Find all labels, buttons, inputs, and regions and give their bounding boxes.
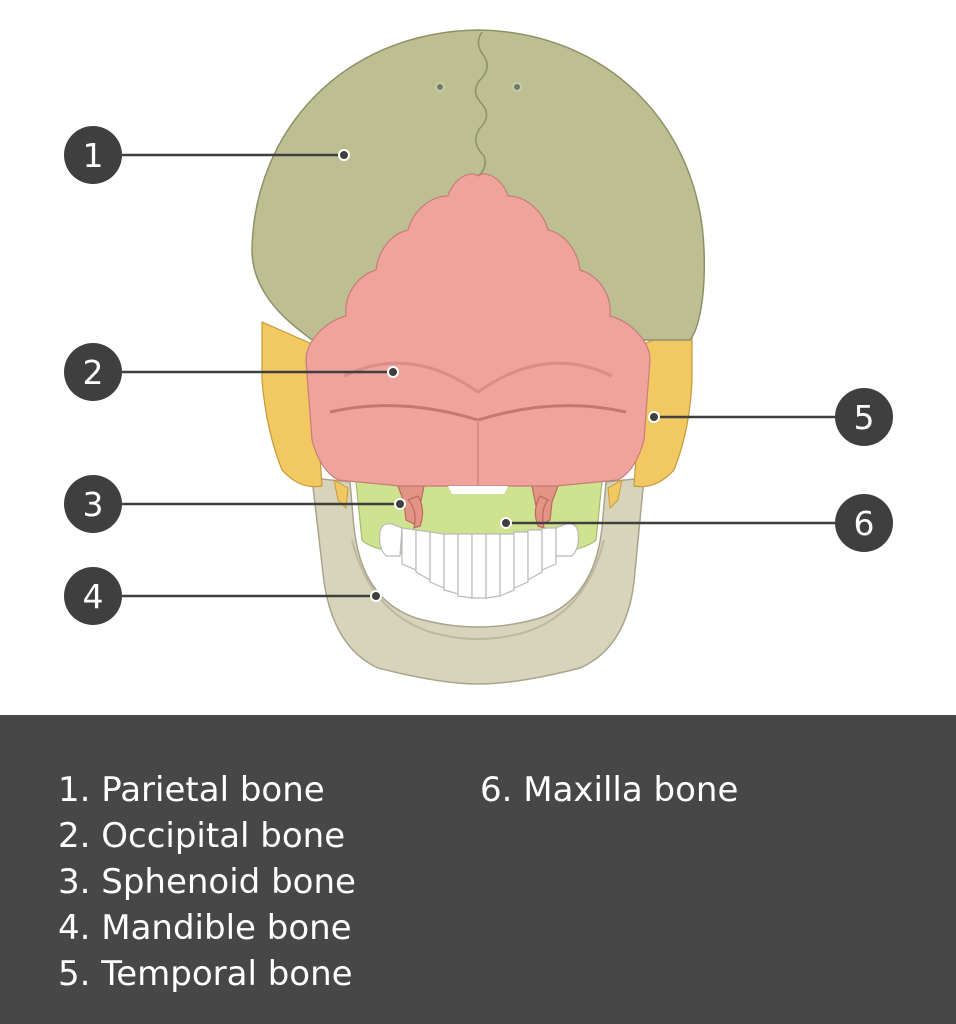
callout-number-3: 3 [83, 485, 104, 524]
legend-item-parietal: 1. Parietal bone [58, 770, 325, 810]
callout-number-4: 4 [83, 577, 104, 616]
callout-number-6: 6 [854, 504, 875, 543]
legend-item-occipital: 2. Occipital bone [58, 816, 346, 856]
callout-number-2: 2 [83, 353, 104, 392]
legend-column-left: 1. Parietal bone 2. Occipital bone 3. Sp… [58, 767, 356, 997]
callout-number-1: 1 [83, 136, 104, 175]
superior-nuchal-line [343, 361, 613, 394]
legend-item-mandible: 4. Mandible bone [58, 908, 352, 948]
callout-badge-4: 4 [64, 567, 122, 625]
mastoid-right [607, 479, 623, 510]
parietal-foramen-right [512, 82, 522, 92]
leader-dots [338, 149, 660, 602]
foramen-magnum-gap [448, 486, 508, 494]
parietal-foramen-left [435, 82, 445, 92]
skull-posterior-view-diagram: 1 2 3 4 5 6 [64, 29, 893, 685]
sagittal-suture [474, 31, 488, 177]
callout-badge-5: 5 [835, 388, 893, 446]
legend-item-maxilla: 6. Maxilla bone [480, 770, 739, 810]
callout-badge-1: 1 [64, 126, 122, 184]
legend-panel: 1. Parietal bone 2. Occipital bone 3. Sp… [0, 715, 956, 1024]
callout-badge-6: 6 [835, 494, 893, 552]
teeth [379, 523, 579, 599]
callout-badge-2: 2 [64, 343, 122, 401]
callout-badge-3: 3 [64, 475, 122, 533]
sphenoid-bone [397, 485, 559, 529]
legend-item-temporal: 5. Temporal bone [58, 954, 353, 994]
leader-lines [122, 153, 836, 598]
legend-column-right: 6. Maxilla bone [480, 767, 738, 813]
mastoid-left [333, 479, 349, 510]
legend-item-sphenoid: 3. Sphenoid bone [58, 862, 356, 902]
mandible-bone [311, 477, 645, 685]
callout-number-5: 5 [854, 398, 875, 437]
